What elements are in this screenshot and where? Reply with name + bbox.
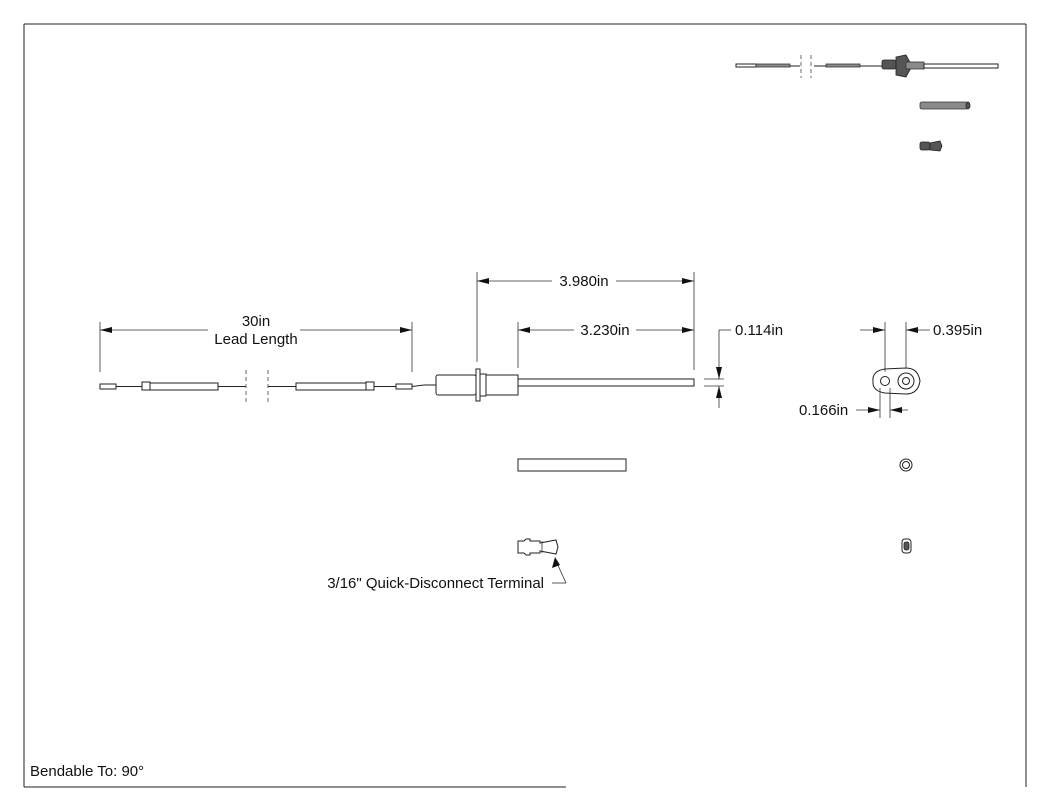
hole-spacing-dimension: 0.395in — [860, 322, 982, 372]
isometric-terminal-view — [919, 140, 943, 152]
rod-diameter-value: 0.114in — [735, 322, 783, 339]
isometric-sleeve-view — [919, 101, 971, 110]
hole-diameter-value: 0.166in — [799, 402, 848, 419]
rod-length-value: 3.230in — [580, 322, 629, 339]
terminal-callout: 3/16" Quick-Disconnect Terminal — [327, 557, 567, 592]
lead-length-dimension: 30in Lead Length — [99, 313, 413, 372]
drawing-frame — [23, 23, 1027, 788]
rod-length-dimension: 3.230in — [517, 322, 694, 368]
terminal-end-view — [901, 538, 912, 554]
lead-length-value: 30in — [242, 313, 270, 330]
flange-end-view — [872, 367, 921, 395]
hole-spacing-value: 0.395in — [933, 322, 982, 339]
isometric-assembly-view — [735, 54, 999, 78]
rod-diameter-dimension: 0.114in — [704, 322, 783, 408]
terminal-callout-label: 3/16" Quick-Disconnect Terminal — [327, 575, 544, 592]
igniter-side-view — [99, 368, 695, 402]
sleeve-end-view — [899, 458, 913, 472]
terminal-side-view — [517, 538, 559, 556]
lead-length-caption: Lead Length — [214, 331, 297, 348]
bend-note: Bendable To: 90° — [30, 763, 144, 780]
overall-length-dimension: 3.980in — [476, 272, 695, 370]
sleeve-side-view — [517, 458, 627, 472]
hole-diameter-dimension: 0.166in — [799, 388, 908, 419]
overall-length-value: 3.980in — [559, 273, 608, 290]
